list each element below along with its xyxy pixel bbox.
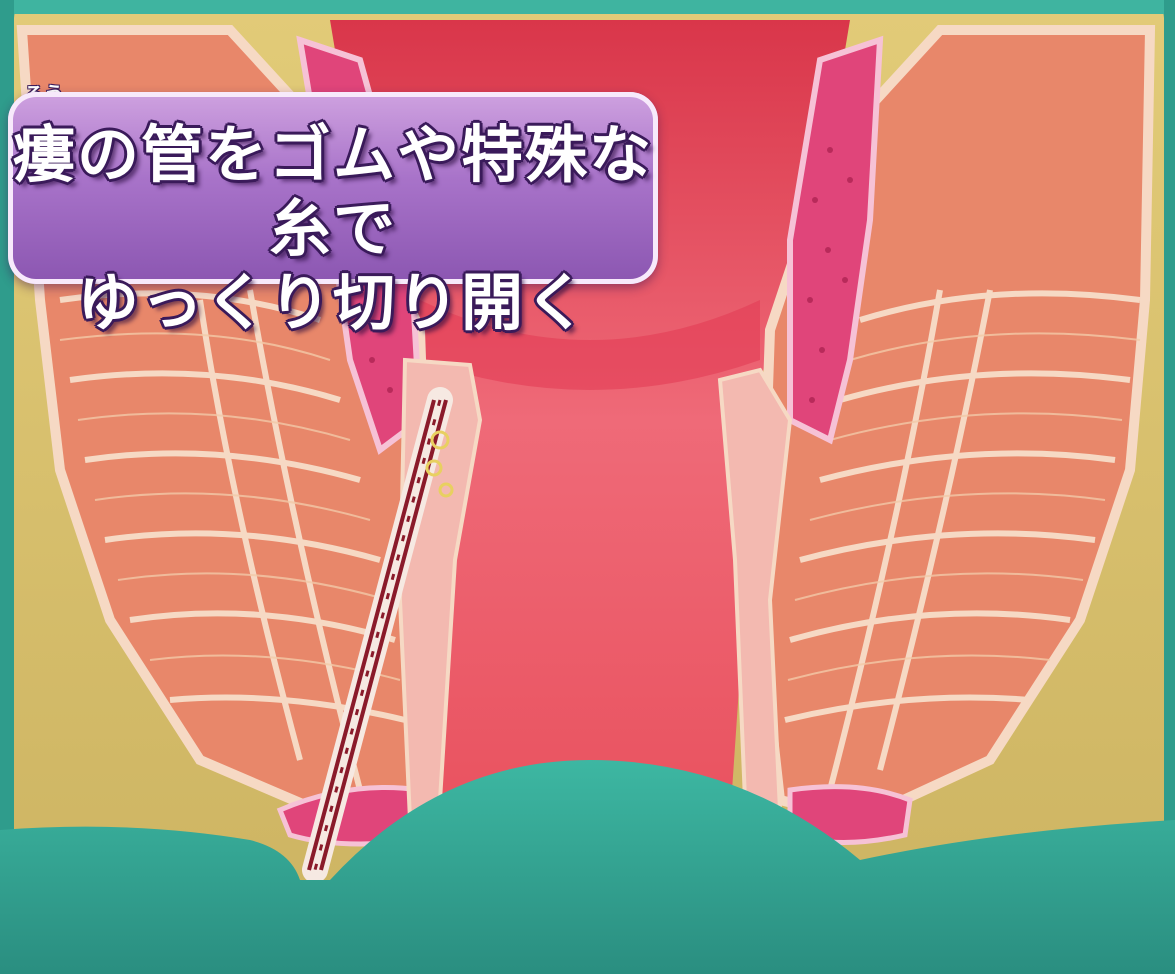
caption-line-1: 瘻の管をゴムや特殊な糸で xyxy=(8,118,658,266)
caption-box: 瘻の管をゴムや特殊な糸で ゆっくり切り開く xyxy=(8,92,658,284)
top-teal-band xyxy=(14,0,1164,14)
caption-line-2: ゆっくり切り開く xyxy=(8,266,658,340)
